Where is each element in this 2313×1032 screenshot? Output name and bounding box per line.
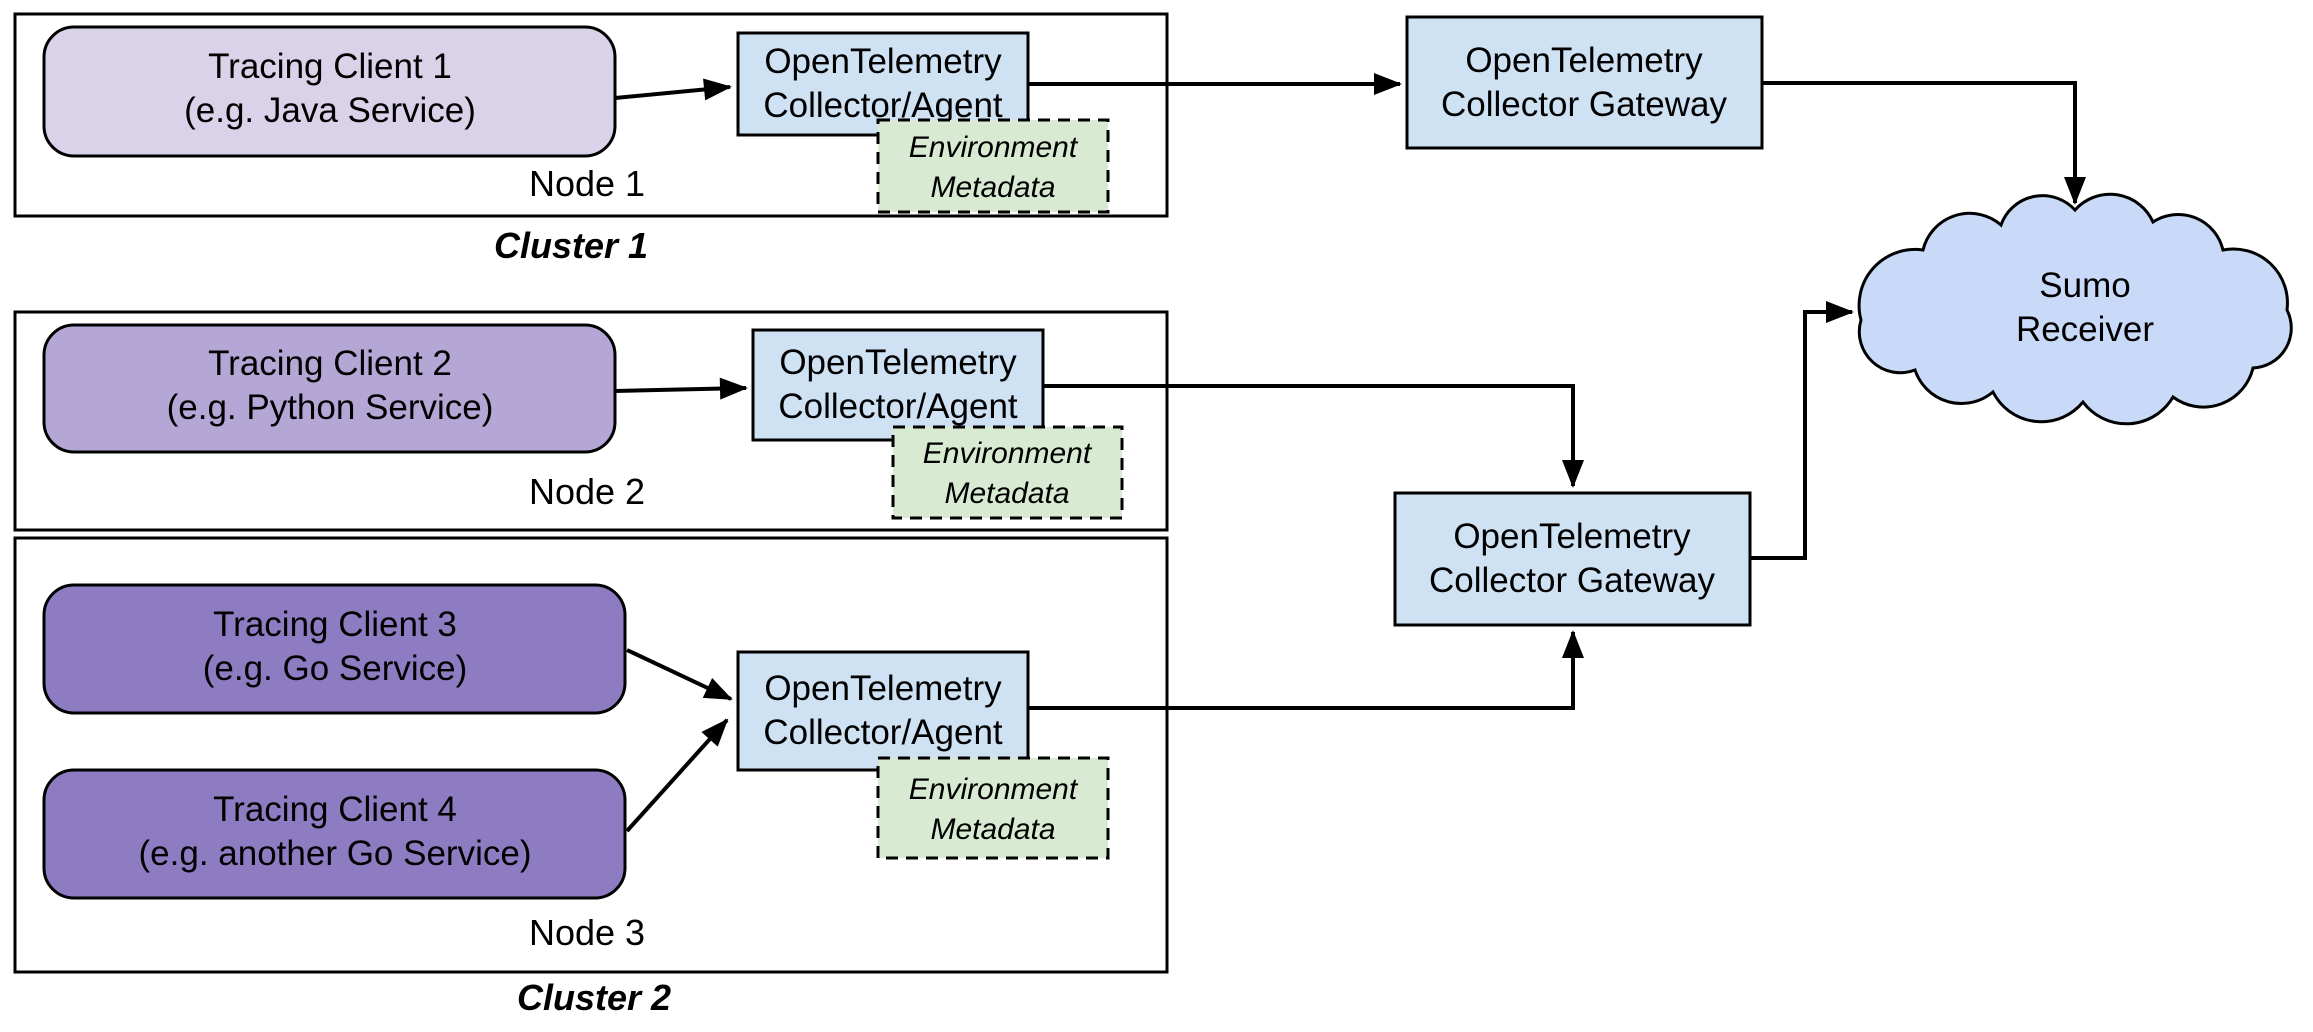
arrow-gateway1-to-sumo-receiver	[1762, 81, 2086, 205]
arrow-collector3-to-gateway2	[1028, 630, 1584, 710]
otel-collector-agent-3-line1: OpenTelemetry	[764, 669, 1002, 708]
cluster-2-label: Cluster 2	[517, 977, 671, 1018]
arrow-client2-to-collector2	[614, 377, 748, 400]
node-2-label: Node 2	[529, 471, 645, 512]
tracing-client-3-title: Tracing Client 3	[213, 605, 457, 644]
tracing-client-2-title: Tracing Client 2	[208, 344, 452, 383]
otel-collector-gateway-1: OpenTelemetry Collector Gateway	[1405, 15, 1764, 150]
environment-metadata-2-line2: Metadata	[944, 477, 1069, 510]
otel-collector-gateway-2-line1: OpenTelemetry	[1453, 517, 1691, 556]
node-3-label: Node 3	[529, 912, 645, 953]
node-1-label: Node 1	[529, 163, 645, 204]
tracing-client-2: Tracing Client 2 (e.g. Python Service)	[42, 323, 617, 454]
tracing-client-1-box	[42, 25, 617, 158]
tracing-client-4-subtitle: (e.g. another Go Service)	[139, 834, 532, 873]
environment-metadata-3-box	[876, 756, 1110, 860]
environment-metadata-2: Environment Metadata	[891, 425, 1124, 520]
environment-metadata-2-box	[891, 425, 1124, 520]
otel-collector-gateway-1-box	[1405, 15, 1764, 150]
tracing-client-3-subtitle: (e.g. Go Service)	[203, 649, 468, 688]
environment-metadata-1: Environment Metadata	[876, 118, 1110, 214]
environment-metadata-1-box	[876, 118, 1110, 214]
tracing-client-2-subtitle: (e.g. Python Service)	[167, 388, 494, 427]
sumo-receiver-line1: Sumo	[2039, 266, 2130, 305]
otel-collector-gateway-2-line2: Collector Gateway	[1429, 561, 1715, 600]
otel-collector-agent-3-line2: Collector/Agent	[763, 713, 1003, 752]
tracing-client-4-box	[42, 768, 627, 900]
sumo-receiver: Sumo Receiver	[1857, 192, 2293, 426]
sumo-receiver-cloud	[1857, 192, 2293, 426]
otel-collector-agent-1: OpenTelemetry Collector/Agent	[736, 31, 1030, 137]
otel-collector-agent-2-line1: OpenTelemetry	[779, 343, 1017, 382]
arrow-client3-to-collector3	[626, 648, 733, 701]
tracing-client-1-subtitle: (e.g. Java Service)	[184, 91, 476, 130]
arrow-gateway2-to-sumo-receiver	[1750, 301, 1854, 560]
otel-collector-agent-2-line2: Collector/Agent	[778, 387, 1018, 426]
arrow-client4-to-collector3	[625, 718, 729, 833]
environment-metadata-3-line2: Metadata	[930, 813, 1055, 846]
otel-collector-agent-1-line1: OpenTelemetry	[764, 42, 1002, 81]
environment-metadata-3: Environment Metadata	[876, 756, 1110, 860]
otel-collector-gateway-2: OpenTelemetry Collector Gateway	[1393, 491, 1752, 627]
arrow-client1-to-collector1	[614, 78, 732, 101]
otel-collector-gateway-1-line1: OpenTelemetry	[1465, 41, 1703, 80]
tracing-client-3-box	[42, 583, 627, 715]
otel-collector-agent-3-box	[736, 650, 1030, 772]
otel-collector-agent-2: OpenTelemetry Collector/Agent	[751, 328, 1045, 442]
cluster-1-label: Cluster 1	[494, 225, 648, 266]
otel-collector-agent-2-box	[751, 328, 1045, 442]
tracing-client-3: Tracing Client 3 (e.g. Go Service)	[42, 583, 627, 715]
otel-collector-gateway-2-box	[1393, 491, 1752, 627]
environment-metadata-3-line1: Environment	[909, 773, 1079, 806]
otel-collector-agent-3: OpenTelemetry Collector/Agent	[736, 650, 1030, 772]
tracing-client-1: Tracing Client 1 (e.g. Java Service)	[42, 25, 617, 158]
tracing-client-4: Tracing Client 4 (e.g. another Go Servic…	[42, 768, 627, 900]
environment-metadata-2-line1: Environment	[923, 437, 1093, 470]
environment-metadata-1-line1: Environment	[909, 131, 1079, 164]
otel-collector-gateway-1-line2: Collector Gateway	[1441, 85, 1727, 124]
arrow-collector2-to-gateway2	[1043, 384, 1584, 488]
tracing-client-2-box	[42, 323, 617, 454]
environment-metadata-1-line2: Metadata	[930, 171, 1055, 204]
tracing-client-1-title: Tracing Client 1	[208, 47, 452, 86]
tracing-client-4-title: Tracing Client 4	[213, 790, 457, 829]
sumo-receiver-line2: Receiver	[2016, 310, 2154, 349]
